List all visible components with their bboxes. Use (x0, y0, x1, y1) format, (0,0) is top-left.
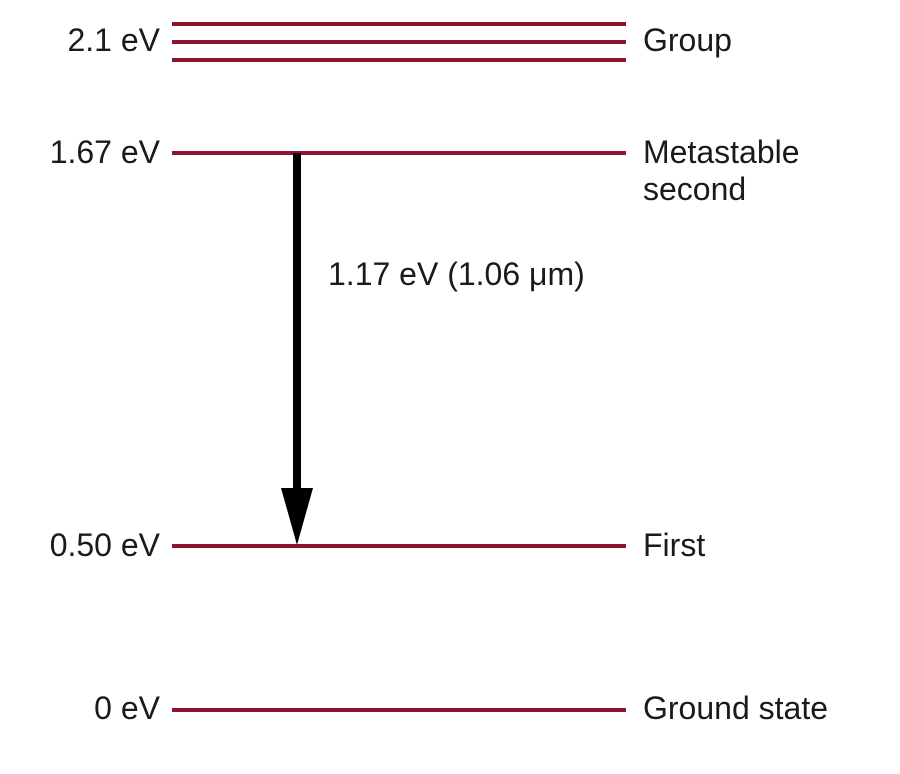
group-level-name: Group (643, 22, 732, 58)
transition-energy-label: 1.17 eV (1.06 μm) (328, 256, 585, 292)
transition-arrow (281, 153, 313, 545)
group-level-line-2 (172, 40, 626, 44)
first-energy-label: 0.50 eV (49, 527, 160, 563)
first-level-line (172, 544, 626, 548)
metastable-level-name: Metastable second (643, 134, 800, 207)
first-level-name: First (643, 527, 706, 563)
group-energy-label: 2.1 eV (67, 22, 160, 58)
arrow-head (281, 488, 313, 545)
ground-level-name: Ground state (643, 690, 828, 726)
group-level-line-1 (172, 22, 626, 26)
metastable-energy-label: 1.67 eV (49, 134, 160, 170)
group-level-line-3 (172, 58, 626, 62)
ground-level-line (172, 708, 626, 712)
ground-energy-label: 0 eV (94, 690, 160, 726)
metastable-level-line (172, 151, 626, 155)
